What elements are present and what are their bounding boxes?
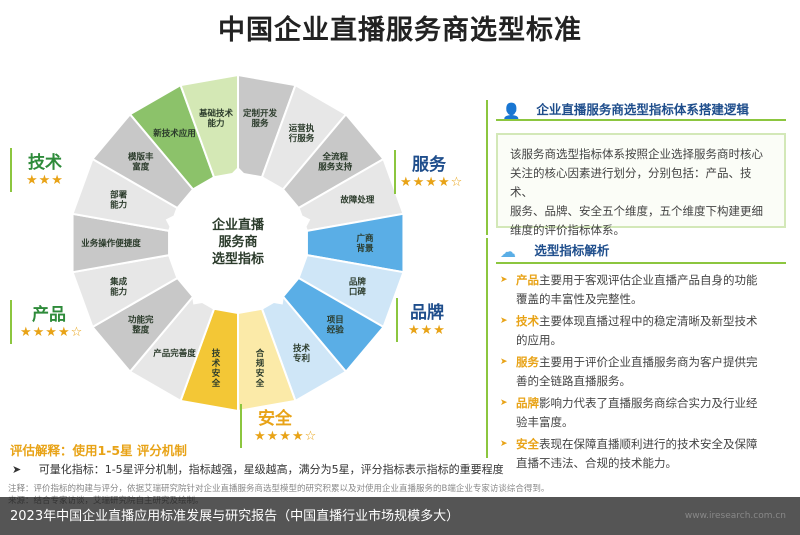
sector-label: 技术安全: [211, 348, 221, 389]
panel1-body: 该服务商选型指标体系按照企业选择服务商时核心 关注的核心因素进行划分，分别包括：…: [496, 133, 786, 237]
criteria-desc-cont: 直播不违法、合规的技术能力。: [516, 456, 677, 470]
criteria-desc: 主要用于客观评估企业直播产品自身的功能: [539, 273, 758, 287]
note-line: 注释：评价指标的构建与评分，依据艾瑞研究院针对企业直播服务商选型模型的研究积累以…: [8, 484, 550, 494]
panel1-underline: [496, 119, 786, 121]
sector-label: 故障处理: [340, 195, 375, 206]
sector-label: 品牌口碑: [349, 276, 367, 297]
criteria-name: 技术: [516, 314, 539, 328]
sector-label: 新技术应用: [153, 128, 196, 139]
sector-label: 项目经验: [327, 316, 345, 336]
wheel-sector: [90, 112, 195, 210]
sector-label: 产品完善度: [153, 348, 196, 359]
dimension-label: 安全: [258, 409, 292, 429]
criteria-desc: 主要用于评价企业直播服务商为客户提供完: [539, 355, 758, 369]
sector-label: 模版丰富度: [128, 151, 154, 172]
sector-label: 业务操作便捷度: [81, 238, 141, 249]
criteria-name: 品牌: [516, 396, 539, 410]
dimension-label: 技术: [28, 153, 62, 173]
page-title: 中国企业直播服务商选型标准: [218, 15, 582, 46]
bullet-arrow-icon: ➤: [12, 463, 22, 476]
sector-label: 定制开发服务: [242, 108, 278, 129]
center-star: [165, 167, 311, 305]
panel1-heading-row: 👤 企业直播服务商选型指标体系搭建逻辑: [502, 99, 749, 120]
panel2-underline: [496, 262, 786, 264]
sector-label: 运营执行服务: [288, 123, 315, 144]
criteria-desc: 影响力代表了直播服务商综合实力及行业经: [539, 396, 758, 410]
dimension-stars: ★★★★☆: [400, 175, 464, 190]
panel-divider: [486, 238, 488, 458]
dimension-stars: ★★★: [408, 323, 446, 338]
panel-divider: [486, 100, 488, 235]
dimension-security: 安全 ★★★★☆: [240, 404, 318, 448]
panel2-heading: 选型指标解析: [534, 243, 610, 258]
dimension-label: 服务: [412, 155, 446, 175]
panel1-line: 该服务商选型指标体系按照企业选择服务商时核心: [510, 147, 763, 161]
panel1-line: 服务、品牌、安全五个维度，五个维度下构建更细: [510, 204, 763, 218]
evaluation-text: 可量化指标：1-5星评分机制，指标越强，星级越高，满分为5星，评分指标表示指标的…: [38, 463, 504, 476]
sector-label: 合规安全: [255, 348, 265, 389]
criteria-name: 安全: [516, 437, 539, 451]
evaluation-title: 评估解释：使用1-5星 评分机制: [10, 443, 187, 458]
dimension-stars: ★★★★☆: [254, 429, 318, 444]
panel1-heading: 企业直播服务商选型指标体系搭建逻辑: [536, 102, 749, 117]
dimension-bar: [240, 404, 242, 448]
dimension-stars: ★★★: [26, 173, 64, 188]
panel1-line: 关注的核心因素进行划分，分别包括：产品、技术、: [510, 166, 752, 199]
criteria-desc-cont: 善的全链路直播服务。: [516, 374, 631, 388]
cloud-icon: ☁: [500, 242, 516, 261]
sector-label: 基础技术能力: [198, 108, 234, 129]
criteria-desc: 表现在保障直播顺利进行的技术安全及保障: [539, 437, 758, 451]
sector-label: 集成能力: [109, 276, 128, 297]
dimension-product: 产品 ★★★★☆: [10, 300, 84, 344]
sector-label: 部署能力: [110, 190, 128, 211]
sector-label: 广商背景: [356, 233, 374, 254]
dimension-bar: [394, 150, 396, 194]
criteria-name: 产品: [516, 273, 539, 287]
dimension-bar: [396, 298, 398, 342]
user-code-icon: 👤: [502, 101, 521, 120]
panel1-line: 维度的评价指标体系。: [510, 223, 625, 237]
site-credit: www.iresearch.com.cn: [684, 511, 786, 521]
criteria-name: 服务: [516, 355, 539, 369]
dimension-stars: ★★★★☆: [20, 325, 84, 340]
center-label: 企业直播服务商选型指标: [211, 217, 265, 267]
caption-text: 2023年中国企业直播应用标准发展与研究报告（中国直播行业市场规模多大）: [10, 509, 460, 524]
sector-label: 技术专利: [293, 343, 311, 364]
caption-bar: 2023年中国企业直播应用标准发展与研究报告（中国直播行业市场规模多大）: [0, 497, 800, 535]
panel2-heading-row: ☁ 选型指标解析: [500, 240, 609, 261]
dimension-bar: [10, 148, 12, 192]
dimension-label: 产品: [32, 305, 66, 325]
dimension-bar: [10, 300, 12, 344]
evaluation-line: ➤ 可量化指标：1-5星评分机制，指标越强，星级越高，满分为5星，评分指标表示指…: [12, 461, 504, 477]
dimension-brand: 品牌 ★★★: [396, 298, 446, 342]
sector-label: 全流程服务支持: [318, 151, 353, 172]
criteria-desc-cont: 覆盖的丰富性及完整性。: [516, 292, 643, 306]
dimension-service: 服务 ★★★★☆: [394, 150, 464, 194]
dimension-label: 品牌: [410, 303, 444, 323]
criteria-desc: 主要体现直播过程中的稳定清晰及新型技术: [539, 314, 758, 328]
dimension-tech: 技术 ★★★: [10, 148, 64, 192]
criteria-desc-cont: 的应用。: [516, 333, 562, 347]
criteria-desc-cont: 验丰富度。: [516, 415, 574, 429]
sector-label: 功能完整度: [128, 315, 154, 336]
